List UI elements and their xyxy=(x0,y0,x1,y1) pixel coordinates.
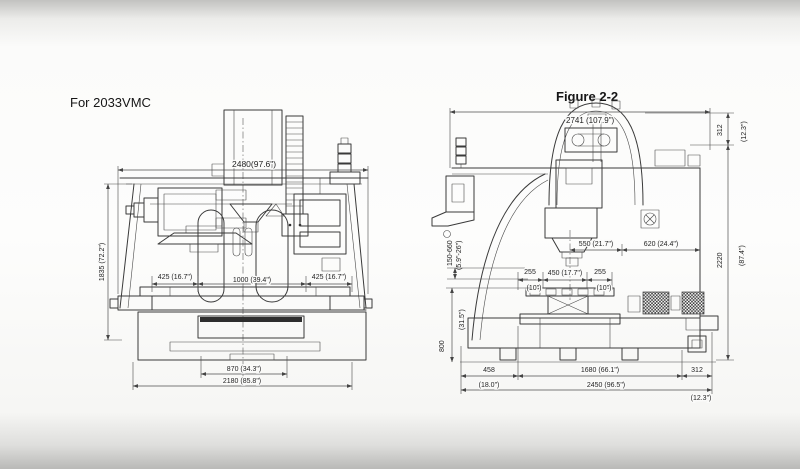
side-dim-spindle-column: 550 (21.7") 620 (24.4") xyxy=(569,240,701,256)
dim-table-depth: 450 (17.7") xyxy=(548,270,582,277)
dim-body-height-mm: 2220 xyxy=(717,252,724,268)
dim-left-offset: 425 (16.7") xyxy=(158,274,192,281)
dim-overall-width: 2480(97.6") xyxy=(232,159,276,169)
side-base xyxy=(460,317,716,363)
front-dim-table-row: 425 (16.7") 1000 (39.4") 425 (16.7") xyxy=(151,273,353,292)
dim-overall-height: 1835 (72.2") xyxy=(99,243,106,281)
side-dim-table-height: 800 (31.5") xyxy=(438,287,530,363)
front-dim-base-width: 2180 (85.8") xyxy=(132,362,353,390)
dim-top-height-in: (12.3") xyxy=(741,121,748,142)
dim-column-depth: 620 (24.4") xyxy=(644,241,678,248)
side-dim-spindle-range: 150-660 (5.9"-26") xyxy=(446,239,528,280)
dim-front-depth-in: (18.0") xyxy=(479,382,500,389)
dim-table-height-in: (31.5") xyxy=(459,309,466,330)
side-dim-overall-depth: 2741 (107.9") xyxy=(449,108,711,168)
side-dim-table-row: 255 (10") 450 (17.7") 255 (10") xyxy=(517,268,613,293)
front-view: For 2033VMC xyxy=(70,95,373,390)
dim-rear-depth-in: (12.3") xyxy=(691,395,712,402)
spindle-head xyxy=(125,187,247,237)
dim-spindle-range-in: (5.9"-26") xyxy=(456,241,463,270)
lube-unit xyxy=(329,137,361,185)
dim-table-rear-in: (10") xyxy=(597,285,612,292)
front-dim-base-inner: 870 (34.3") xyxy=(200,356,288,378)
dim-top-height-mm: 312 xyxy=(717,124,724,136)
dim-right-offset: 425 (16.7") xyxy=(312,274,346,281)
leveling-feet xyxy=(109,295,373,311)
dim-table-rear-mm: 255 xyxy=(594,269,606,276)
dim-spindle-to-column: 550 (21.7") xyxy=(579,241,613,248)
dim-front-depth-mm: 458 xyxy=(483,367,495,374)
dim-base-width: 2180 (85.8") xyxy=(223,378,261,385)
front-machine-drawing xyxy=(109,109,373,380)
dim-base-inner-width: 870 (34.3") xyxy=(227,366,261,373)
dim-table-front-mm: 255 xyxy=(524,269,536,276)
dim-body-height-in: (87.4") xyxy=(739,245,746,266)
dim-table-width: 1000 (39.4") xyxy=(233,277,271,284)
front-dim-overall-width: 2480(97.6") xyxy=(117,158,369,294)
machine-base xyxy=(119,309,367,361)
figure-title: Figure 2-2 xyxy=(556,89,618,104)
signal-tower xyxy=(455,137,467,168)
dim-table-height-mm: 800 xyxy=(439,340,446,352)
side-dim-bottom-row: 458 (18.0") 1680 (66.1") 312 (12.3") 245… xyxy=(460,326,713,403)
chip-conveyor xyxy=(627,291,719,353)
dim-base-depth: 1680 (66.1") xyxy=(581,367,619,374)
dim-floor-depth: 2450 (96.5") xyxy=(587,382,625,389)
control-panel xyxy=(293,178,347,272)
side-dim-top-height: 312 (12.3") xyxy=(645,112,749,146)
dim-spindle-range-mm: 150-660 xyxy=(447,240,454,266)
tool-changer-arc xyxy=(548,98,644,206)
front-view-title: For 2033VMC xyxy=(70,95,151,110)
side-dim-body-height: 2220 (87.4") xyxy=(716,144,747,361)
side-machine-drawing xyxy=(431,98,719,363)
pendant-side xyxy=(431,175,475,238)
front-dim-overall-height: 1835 (72.2") xyxy=(98,183,132,341)
dim-overall-depth: 2741 (107.9") xyxy=(566,116,615,125)
dim-table-front-in: (10") xyxy=(527,285,542,292)
fan-icon xyxy=(640,209,660,229)
dim-rear-depth-mm: 312 xyxy=(691,367,703,374)
table-assembly xyxy=(519,287,621,325)
door-windows xyxy=(197,209,289,303)
side-view: Figure 2-2 xyxy=(431,89,749,403)
